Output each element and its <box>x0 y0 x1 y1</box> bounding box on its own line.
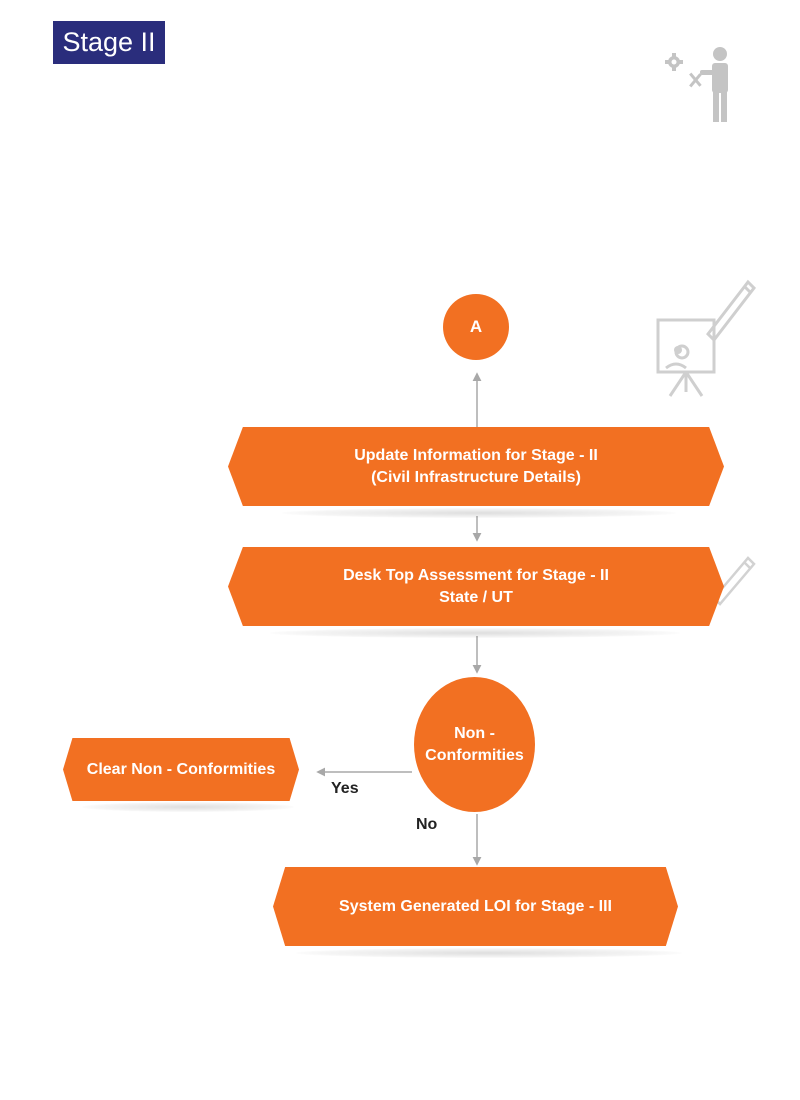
gear-icon <box>665 53 683 71</box>
pencil-icon <box>706 279 756 343</box>
update-info-node: Update Information for Stage - II (Civil… <box>228 427 724 506</box>
edge-yes-label: Yes <box>331 780 359 797</box>
clear-nc-label: Clear Non - Conformities <box>86 760 276 778</box>
connector-a-label: A <box>469 317 483 336</box>
loi-label: System Generated LOI for Stage - III <box>339 897 612 915</box>
decision-line2: Conformities <box>425 746 524 764</box>
update-info-line1: Update Information for Stage - II <box>354 446 598 464</box>
clear-nc-node: Clear Non - Conformities <box>63 738 299 801</box>
loi-shadow <box>296 948 682 958</box>
stage-title: Stage II <box>62 27 156 57</box>
update-info-line2: (Civil Infrastructure Details) <box>371 468 581 486</box>
desk-assessment-line1: Desk Top Assessment for Stage - II <box>343 566 609 584</box>
desk-assessment-shadow <box>270 628 680 638</box>
presentation-board-icon <box>656 279 756 397</box>
edge-no-label: No <box>416 816 438 833</box>
desk-assessment-node: Desk Top Assessment for Stage - II State… <box>228 547 724 626</box>
clear-nc-shadow <box>82 802 294 812</box>
update-info-shadow <box>282 508 676 518</box>
worker-tools-icon <box>665 47 728 122</box>
loi-node: System Generated LOI for Stage - III <box>273 867 678 946</box>
non-conformities-decision: Non - Conformities <box>414 677 535 812</box>
stage-title-badge: Stage II <box>53 21 165 64</box>
desk-assessment-line2: State / UT <box>439 588 513 606</box>
decision-line1: Non - <box>454 724 495 742</box>
connector-a-node: A <box>443 294 509 360</box>
